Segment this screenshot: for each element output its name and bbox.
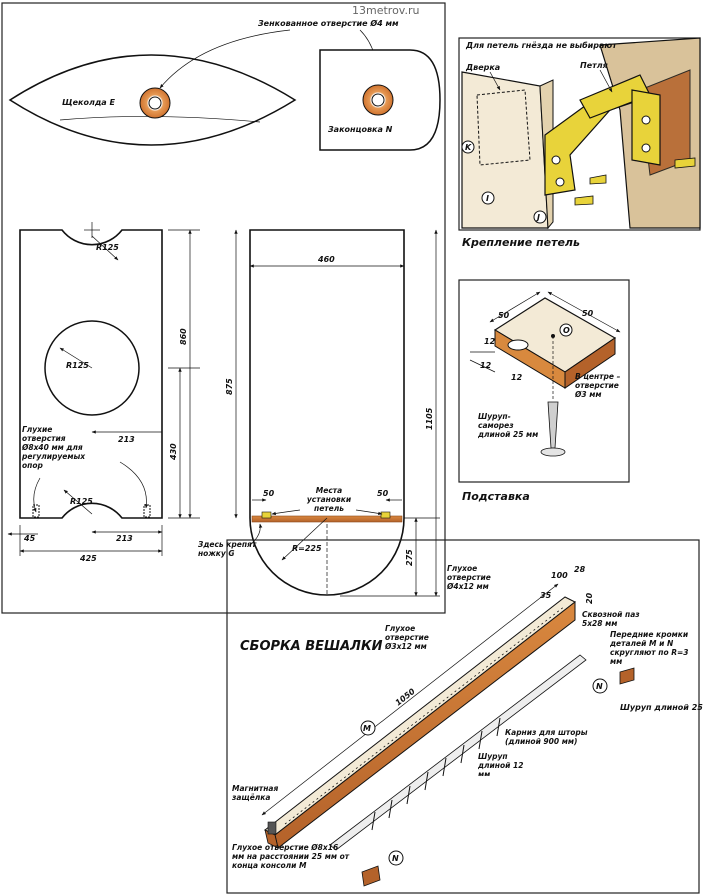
door-hinge-strip bbox=[251, 515, 403, 523]
assembly-d100: 100 bbox=[551, 571, 568, 580]
stand-screw bbox=[547, 401, 559, 449]
hinge-label: Петля bbox=[580, 61, 608, 70]
countersunk-hole-label: Зенкованное отверстие Ø4 мм bbox=[258, 18, 399, 28]
side-d45: 45 bbox=[23, 534, 36, 543]
end-piece-n-near bbox=[361, 865, 381, 887]
stand-dim-12-a: 12 bbox=[484, 337, 496, 346]
magnet-note: Магнитная защёлка bbox=[232, 784, 278, 802]
side-d430: 430 bbox=[169, 443, 178, 461]
mark-k-label: K bbox=[465, 143, 472, 152]
left-frame bbox=[1, 2, 446, 614]
hole-8x16-note: Глухое отверстие Ø8х16 мм на расстоянии … bbox=[232, 843, 349, 870]
side-d213-bottom: 213 bbox=[116, 534, 133, 543]
mark-j-label: J bbox=[535, 213, 540, 222]
mark-n-right bbox=[592, 678, 608, 694]
edges-note: Передние кромки деталей M и N скругляют … bbox=[610, 630, 689, 666]
mark-n-bottom-label: N bbox=[392, 854, 399, 863]
mark-n-bottom bbox=[388, 850, 404, 866]
door-leaf bbox=[461, 71, 549, 229]
hole-3x12-note: Глухое отверстие Ø3х12 мм bbox=[385, 624, 429, 650]
mark-m-label: M bbox=[363, 724, 371, 733]
curtain-rail-note: Карниз для шторы (длиной 900 мм) bbox=[505, 728, 588, 746]
mark-j bbox=[533, 210, 547, 224]
stand-dim-12-b: 12 bbox=[480, 361, 492, 370]
side-d860: 860 bbox=[179, 328, 188, 345]
side-r125-bottom: R125 bbox=[70, 497, 93, 506]
assembly-d20: 20 bbox=[585, 592, 594, 604]
mark-i-label: I bbox=[486, 194, 489, 203]
mark-m bbox=[360, 720, 376, 736]
end-piece-n-far bbox=[619, 667, 635, 685]
door-radius: R=225 bbox=[292, 544, 322, 553]
stand-frame bbox=[458, 279, 630, 483]
screw-25-note: Шуруп длиной 25 мм bbox=[620, 703, 703, 712]
mark-o bbox=[559, 323, 573, 337]
end-piece-label: Законцовка N bbox=[328, 125, 393, 134]
mark-i bbox=[481, 191, 495, 205]
screw-12-note: Шуруп длиной 12 мм bbox=[478, 752, 523, 776]
mark-o-label: O bbox=[563, 326, 570, 335]
side-r125-top: R125 bbox=[96, 243, 119, 252]
no-sockets-note: Для петель гнёзда не выбирают bbox=[465, 40, 618, 50]
side-r125-mid: R125 bbox=[66, 361, 89, 370]
stand-caption: Подставка bbox=[462, 490, 530, 503]
assembly-frame bbox=[226, 539, 700, 894]
stand-dim-50-left: 50 bbox=[498, 311, 510, 320]
door-label: Дверка bbox=[465, 63, 500, 72]
mark-k bbox=[461, 140, 475, 154]
side-d213-mid: 213 bbox=[118, 435, 135, 444]
side-d425: 425 bbox=[79, 554, 97, 563]
through-slot-note: Сквозной паз 5х28 мм bbox=[582, 610, 640, 628]
hole-4x12-note: Глухое отверстие Ø4х12 мм bbox=[447, 564, 491, 591]
hinge-caption: Крепление петель bbox=[462, 236, 580, 249]
hinge-positions-note: Места установки петель bbox=[307, 486, 351, 513]
stand-dim-12-c: 12 bbox=[511, 373, 523, 382]
door-d275: 275 bbox=[405, 549, 414, 566]
assembly-d35: 35 bbox=[540, 591, 552, 600]
door-d460: 460 bbox=[317, 255, 335, 264]
door-d875: 875 bbox=[225, 378, 234, 395]
stand-screw-note: Шуруп-саморез длиной 25 мм bbox=[478, 412, 538, 439]
door-d50-right: 50 bbox=[377, 489, 389, 498]
leg-fix-note: Здесь крепят ножку G bbox=[198, 540, 256, 558]
mark-n-right-label: N bbox=[596, 682, 603, 691]
assembly-title: СБОРКА ВЕШАЛКИ bbox=[240, 639, 383, 654]
door-d1105: 1105 bbox=[425, 407, 434, 430]
magnet-latch bbox=[267, 821, 277, 835]
center-hole-note: В центре – отверстие Ø3 мм bbox=[575, 372, 620, 399]
watermark: 13metrov.ru bbox=[352, 4, 419, 17]
assembly-d28: 28 bbox=[574, 565, 586, 574]
door-d50-left: 50 bbox=[263, 489, 275, 498]
latch-label: Щеколда E bbox=[62, 98, 115, 107]
blind-holes-note: Глухие отверстия Ø8х40 мм для регулируем… bbox=[22, 425, 85, 470]
